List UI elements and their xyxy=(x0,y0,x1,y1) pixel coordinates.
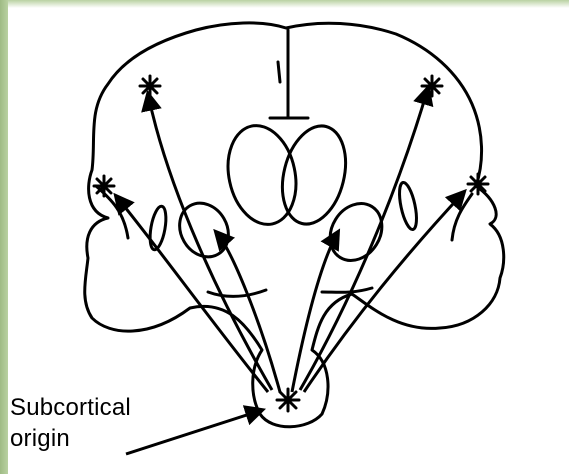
arrow-to-right-top-focus xyxy=(300,88,428,390)
arrow-to-right-inner xyxy=(292,232,338,392)
right-claustrum xyxy=(396,181,420,231)
arrow-to-left-top-focus xyxy=(148,94,272,390)
label-line-2: origin xyxy=(10,425,70,452)
asterisk-icon-left-top xyxy=(140,76,160,96)
left-ventricle xyxy=(219,119,304,231)
asterisk-icon-left-side xyxy=(94,176,114,196)
subcortical-origin-label: Subcortical origin xyxy=(10,392,131,454)
label-line-1: Subcortical xyxy=(10,394,131,421)
longitudinal-fissure xyxy=(270,30,308,118)
label-pointer-arrow xyxy=(126,410,262,454)
right-basal-ganglia xyxy=(320,194,393,270)
asterisk-icon-right-top xyxy=(422,76,442,96)
asterisk-icon-subcortical-origin xyxy=(277,389,299,411)
left-temporal-line xyxy=(208,290,266,296)
right-ventricle xyxy=(273,119,355,231)
right-temporal-line xyxy=(322,288,372,292)
asterisk-icon-right-side xyxy=(468,174,488,194)
left-claustrum xyxy=(147,205,168,251)
fissure-tick xyxy=(278,62,280,82)
